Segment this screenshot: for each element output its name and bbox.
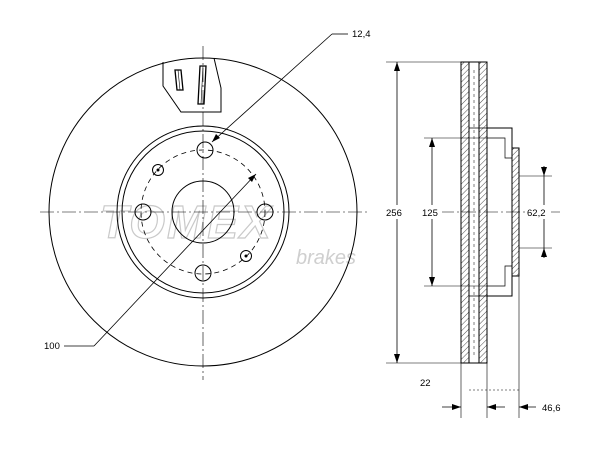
pcd-dimension-label: 100 [44,341,60,352]
bolt-hole [196,141,214,159]
vent-cutaway [162,57,222,113]
bolt-hole-leader [211,33,333,143]
watermark-brand: TOMEX [100,196,273,248]
front-view [40,33,370,380]
watermark-tagline: brakes [296,247,356,269]
outer-friction-ring [478,61,488,364]
thickness-label: 22 [420,378,431,389]
center-bore-label: 62,2 [527,208,546,219]
outer-diameter-label: 256 [386,208,402,219]
arrowhead [248,174,256,182]
side-section-view [440,61,560,364]
watermark: TOMEX brakes [99,195,356,269]
inner-friction-ring [460,61,470,364]
small-hole [152,164,164,176]
bolt-hole [194,264,212,282]
small-hole [240,250,252,262]
bolt-hole-dimension-label: 12,4 [352,29,371,40]
arrowhead [212,134,220,142]
pcd-leader [93,173,257,347]
small-hole-center [244,254,248,258]
height-label: 46,6 [542,403,561,414]
hub-diameter-label: 125 [422,208,438,219]
small-hole-center [156,168,160,172]
